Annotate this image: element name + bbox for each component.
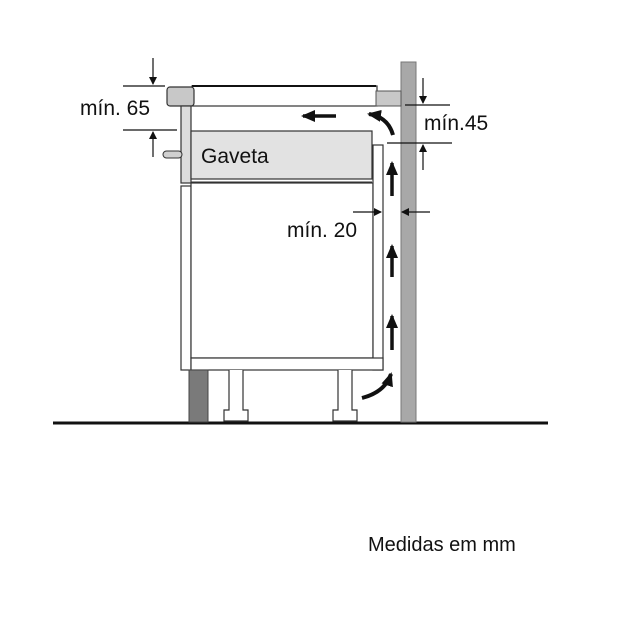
label-drawer: Gaveta — [201, 145, 269, 168]
label-rear-gap: mín. 20 — [287, 219, 358, 242]
plinth — [188, 369, 209, 423]
cabinet-back-panel — [372, 144, 384, 371]
cabinet-body — [190, 182, 374, 359]
label-units-note: Medidas em mm — [368, 534, 516, 556]
cabinet-side-lower — [180, 185, 192, 371]
cabinet-side-upper — [180, 105, 192, 184]
label-top-clearance: mín. 65 — [80, 97, 151, 120]
airflow-arrows — [301, 109, 398, 400]
cabinet-base — [190, 357, 384, 371]
drawer — [190, 130, 373, 180]
drawer-knob — [162, 150, 183, 159]
arrow-curved-left-icon — [367, 109, 395, 136]
wall — [400, 61, 417, 423]
dimension-wall-gap-top — [387, 78, 452, 170]
dimension-top-clearance — [123, 58, 177, 157]
arrow-curved-up-icon — [361, 372, 393, 400]
label-wall-gap-top: mín.45 — [424, 112, 489, 135]
leg-front — [223, 370, 249, 422]
worktop — [166, 85, 402, 107]
leg-rear — [332, 370, 358, 422]
